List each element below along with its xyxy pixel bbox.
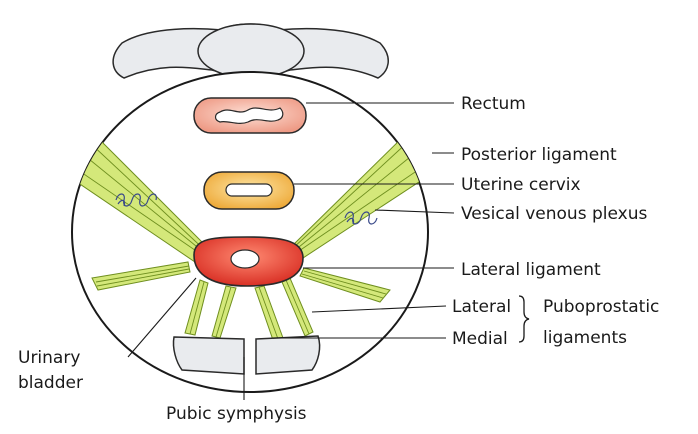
sacrum-bone — [113, 24, 388, 78]
uterine-cervix — [204, 172, 294, 209]
label-pubic-symphysis: Pubic symphysis — [166, 404, 307, 424]
label-puboprostatic: Puboprostatic — [543, 297, 659, 317]
label-vesical-venous-plexus: Vesical venous plexus — [461, 204, 647, 224]
urinary-bladder — [194, 237, 303, 286]
label-urinary: Urinary — [18, 348, 80, 368]
rectum — [194, 98, 306, 133]
label-lateral-ligament: Lateral ligament — [461, 260, 601, 280]
label-medial: Medial — [452, 329, 508, 349]
puboprostatic-brace — [519, 296, 529, 342]
label-lateral: Lateral — [452, 297, 511, 317]
label-posterior-ligament: Posterior ligament — [461, 145, 617, 165]
label-uterine-cervix: Uterine cervix — [461, 175, 581, 195]
label-ligaments: ligaments — [543, 328, 627, 348]
label-rectum: Rectum — [461, 94, 526, 114]
label-bladder: bladder — [18, 373, 83, 393]
